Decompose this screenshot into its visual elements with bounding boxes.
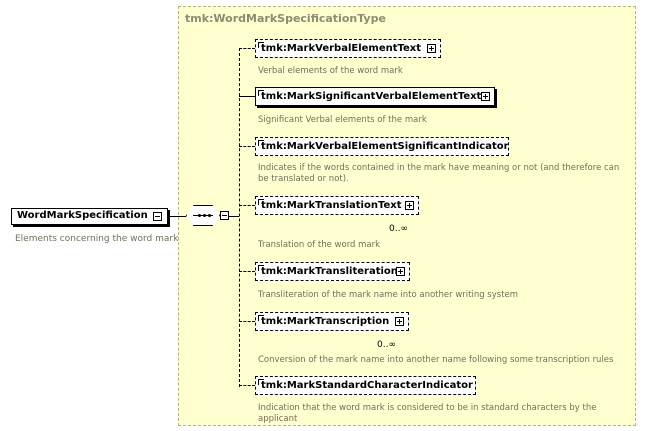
branch-connector (239, 271, 255, 272)
plus-icon[interactable] (405, 201, 414, 210)
branch-connector (239, 205, 255, 206)
element-name: tmk:MarkTranslationText (261, 200, 401, 211)
element-box[interactable]: tmk:MarkTransliteration (255, 262, 410, 281)
element-name: tmk:MarkVerbalElementSignificantIndicato… (261, 141, 509, 152)
element-box[interactable]: tmk:MarkVerbalElementSignificantIndicato… (255, 137, 509, 156)
plus-icon[interactable] (395, 317, 404, 326)
element-documentation: Transliteration of the mark name into an… (258, 290, 630, 301)
type-title: tmk:WordMarkSpecificationType (185, 12, 386, 25)
element-name: tmk:MarkTranscription (261, 316, 389, 327)
plus-icon[interactable] (481, 92, 490, 101)
element-box[interactable]: tmk:MarkSignificantVerbalElementText (255, 87, 495, 106)
element-box[interactable]: tmk:MarkStandardCharacterIndicator (255, 376, 476, 395)
sequence-branch-line (239, 48, 240, 387)
collapse-icon[interactable] (153, 212, 162, 221)
element-documentation: Indicates if the words contained in the … (258, 163, 630, 185)
branch-connector (239, 146, 255, 147)
root-element-label: WordMarkSpecification (17, 210, 148, 221)
branch-connector (239, 96, 255, 97)
plus-icon[interactable] (396, 267, 405, 276)
element-name: tmk:MarkSignificantVerbalElementText (261, 91, 481, 102)
branch-connector (239, 385, 255, 386)
plus-icon[interactable] (427, 44, 436, 53)
element-box[interactable]: tmk:MarkTranscription (255, 312, 409, 331)
element-box[interactable]: tmk:MarkVerbalElementText (255, 39, 441, 58)
element-documentation: Indication that the word mark is conside… (258, 403, 630, 425)
branch-connector (239, 48, 255, 49)
collapse-icon[interactable] (220, 211, 229, 220)
branch-connector (239, 321, 255, 322)
element-box[interactable]: tmk:MarkTranslationText (255, 196, 419, 215)
element-documentation: Translation of the word mark (258, 240, 630, 251)
root-element-box[interactable]: WordMarkSpecification (11, 208, 168, 225)
element-documentation: Verbal elements of the word mark (258, 66, 630, 77)
connector-sequence-trunk (229, 216, 239, 217)
cardinality-label: 0..∞ (377, 340, 396, 350)
element-documentation: Significant Verbal elements of the mark (258, 115, 630, 126)
element-documentation: Conversion of the mark name into another… (258, 355, 630, 366)
element-name: tmk:MarkStandardCharacterIndicator (261, 380, 473, 391)
root-element-documentation: Elements concerning the word mark (15, 234, 178, 244)
element-name: tmk:MarkTransliteration (261, 266, 398, 277)
cardinality-label: 0..∞ (389, 224, 408, 234)
connector-root-to-sequence (168, 216, 186, 217)
element-name: tmk:MarkVerbalElementText (261, 43, 421, 54)
